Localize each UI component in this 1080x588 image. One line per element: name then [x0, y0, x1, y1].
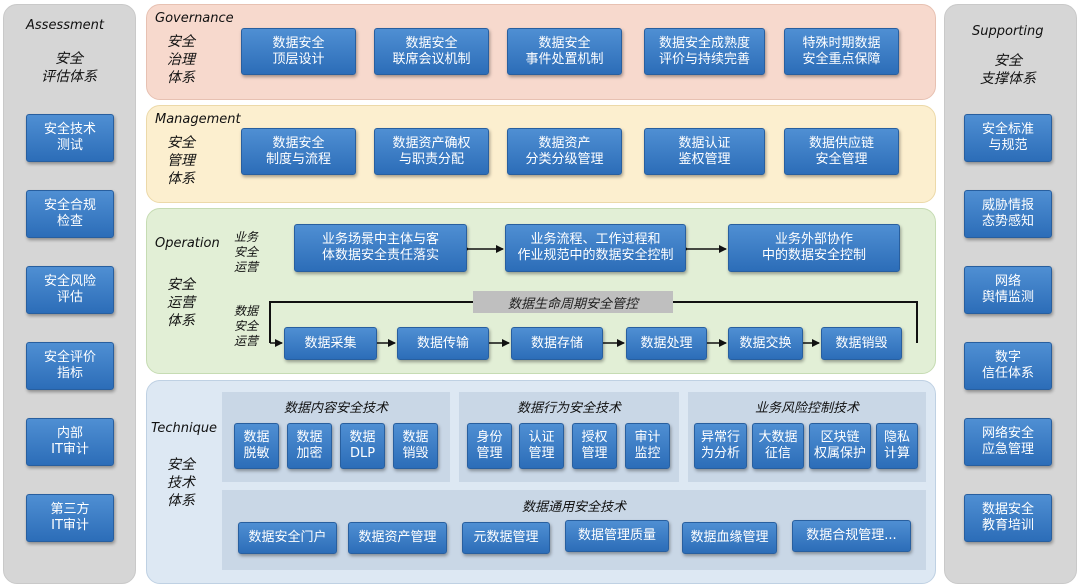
business-item-responsibility[interactable]: 业务场景中主体与客体数据安全责任落实: [294, 224, 467, 272]
management-item-asset-ownership[interactable]: 数据资产确权与职责分配: [374, 128, 489, 175]
tech-item-identity[interactable]: 身份管理: [467, 423, 512, 469]
governance-item-joint-meeting[interactable]: 数据安全联席会议机制: [374, 28, 489, 75]
assessment-zh-title: 安全评估体系: [41, 51, 97, 85]
technique-en-title: Technique: [151, 421, 218, 436]
lifecycle-item-processing[interactable]: 数据处理: [626, 327, 707, 360]
supporting-item-standards[interactable]: 安全标准与规范: [964, 114, 1052, 162]
governance-item-top-design[interactable]: 数据安全顶层设计: [241, 28, 356, 75]
tech-item-encryption[interactable]: 数据加密: [287, 423, 332, 469]
governance-item-maturity[interactable]: 数据安全成熟度评价与持续完善: [644, 28, 765, 75]
tech-group-content-title: 数据内容安全技术: [283, 401, 388, 416]
supporting-en-title: Supporting: [972, 24, 1044, 39]
technique-zh-title: 安全技术体系: [167, 457, 195, 509]
general-item-asset-mgmt[interactable]: 数据资产管理: [348, 522, 447, 554]
operation-zh-title: 安全运营体系: [167, 277, 195, 329]
assessment-item-risk-assessment[interactable]: 安全风险评估: [26, 266, 114, 314]
tech-group-general-title: 数据通用安全技术: [521, 500, 626, 515]
general-item-portal[interactable]: 数据安全门户: [238, 522, 337, 554]
governance-item-incident-handling[interactable]: 数据安全事件处置机制: [507, 28, 622, 75]
lifecycle-item-exchange[interactable]: 数据交换: [728, 327, 803, 360]
lifecycle-item-transfer[interactable]: 数据传输: [397, 327, 489, 360]
management-item-authentication[interactable]: 数据认证鉴权管理: [644, 128, 765, 175]
lifecycle-item-storage[interactable]: 数据存储: [511, 327, 603, 360]
tech-item-credit[interactable]: 大数据征信: [752, 423, 804, 469]
tech-item-masking[interactable]: 数据脱敏: [234, 423, 279, 469]
tech-item-privacy[interactable]: 隐私计算: [876, 423, 918, 469]
supporting-item-emergency-mgmt[interactable]: 网络安全应急管理: [964, 418, 1052, 466]
lifecycle-title-bar: 数据生命周期安全管控: [473, 291, 673, 313]
supporting-item-digital-trust[interactable]: 数字信任体系: [964, 342, 1052, 390]
assessment-item-evaluation-index[interactable]: 安全评价指标: [26, 342, 114, 390]
management-zh-title: 安全管理体系: [167, 135, 195, 187]
supporting-zh-title: 安全支撑体系: [980, 53, 1036, 87]
business-ops-label: 业务安全运营: [233, 230, 258, 274]
tech-group-behavior-title: 数据行为安全技术: [516, 401, 621, 416]
general-item-lineage[interactable]: 数据血缘管理: [682, 522, 777, 554]
tech-item-auth[interactable]: 认证管理: [519, 423, 564, 469]
supporting-item-opinion-monitor[interactable]: 网络舆情监测: [964, 266, 1052, 314]
management-item-supply-chain[interactable]: 数据供应链安全管理: [784, 128, 899, 175]
governance-item-special-period[interactable]: 特殊时期数据安全重点保障: [784, 28, 899, 75]
management-en-title: Management: [155, 112, 241, 127]
operation-en-title: Operation: [155, 236, 220, 251]
governance-zh-title: 安全治理体系: [167, 34, 195, 86]
assessment-item-compliance-check[interactable]: 安全合规检查: [26, 190, 114, 238]
tech-item-blockchain[interactable]: 区块链权属保护: [809, 423, 871, 469]
tech-item-destruction[interactable]: 数据销毁: [393, 423, 438, 469]
assessment-item-tech-test[interactable]: 安全技术测试: [26, 114, 114, 162]
business-item-external-collab[interactable]: 业务外部协作中的数据安全控制: [728, 224, 900, 272]
lifecycle-item-collect[interactable]: 数据采集: [284, 327, 377, 360]
supporting-item-threat-intel[interactable]: 威胁情报态势感知: [964, 190, 1052, 238]
management-item-policy[interactable]: 数据安全制度与流程: [241, 128, 356, 175]
supporting-item-training[interactable]: 数据安全教育培训: [964, 494, 1052, 542]
tech-item-anomaly[interactable]: 异常行为分析: [694, 423, 747, 469]
tech-item-authorization[interactable]: 授权管理: [572, 423, 617, 469]
governance-en-title: Governance: [155, 11, 234, 26]
business-item-process-control[interactable]: 业务流程、工作过程和作业规范中的数据安全控制: [505, 224, 686, 272]
management-item-classification[interactable]: 数据资产分类分级管理: [507, 128, 622, 175]
general-item-quality[interactable]: 数据管理质量: [565, 520, 669, 552]
tech-item-audit[interactable]: 审计监控: [625, 423, 670, 469]
lifecycle-item-destroy[interactable]: 数据销毁: [821, 327, 902, 360]
data-ops-label: 数据安全运营: [233, 304, 258, 348]
general-item-compliance[interactable]: 数据合规管理...: [792, 520, 911, 552]
tech-group-risk-title: 业务风险控制技术: [754, 401, 859, 416]
general-item-metadata[interactable]: 元数据管理: [462, 522, 550, 554]
assessment-en-title: Assessment: [26, 18, 104, 33]
